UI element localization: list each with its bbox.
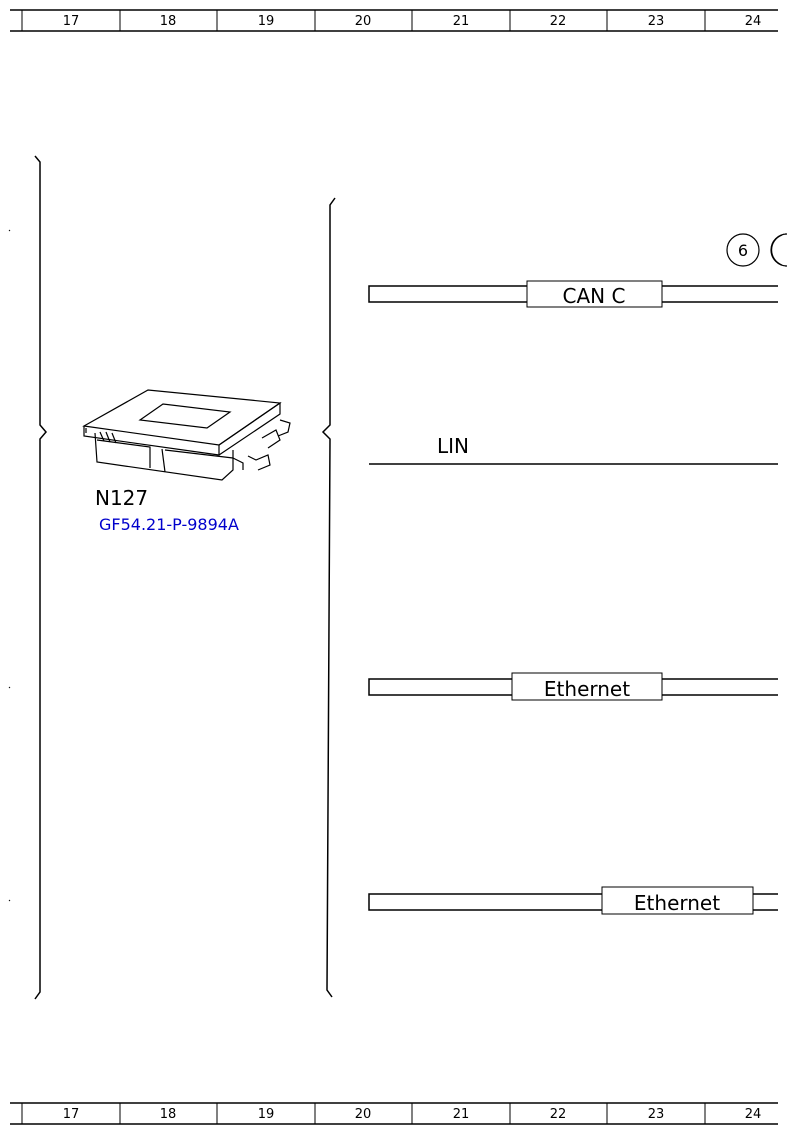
grid-label-bottom: 19	[258, 1107, 275, 1122]
grid-label-top: 23	[648, 14, 665, 29]
grid-label-bottom: 20	[355, 1107, 372, 1122]
grid-label-top: 21	[453, 14, 470, 29]
ethernet-bus-2: Ethernet	[368, 886, 778, 915]
component-code: N127	[95, 486, 148, 510]
grid-label-bottom: 17	[63, 1107, 80, 1122]
control-unit-illustration	[82, 389, 291, 481]
grid-label-top: 24	[745, 14, 762, 29]
grid-label-bottom: 22	[550, 1107, 567, 1122]
grid-label-bottom: 21	[453, 1107, 470, 1122]
top-grid-ruler: 17 18 19 20 21 22 23 24	[10, 9, 778, 32]
grid-label-top: 20	[355, 14, 372, 29]
grid-label-bottom: 24	[745, 1107, 762, 1122]
edge-tick-marks	[8, 229, 11, 902]
connector-circles: 6	[726, 233, 787, 267]
grid-label-top: 18	[160, 14, 177, 29]
outer-brace	[34, 155, 47, 1000]
grid-label-top: 22	[550, 14, 567, 29]
ethernet-bus-1: Ethernet	[368, 672, 778, 701]
ethernet-1-label-box	[511, 672, 663, 701]
can-c-bus: CAN C	[368, 280, 778, 308]
ethernet-1-label: Ethernet	[544, 677, 630, 701]
lin-bus: LIN	[369, 434, 778, 465]
connector-circle[interactable]	[726, 233, 760, 267]
ethernet-2-label: Ethernet	[634, 891, 720, 915]
grid-label-bottom: 23	[648, 1107, 665, 1122]
grid-label-bottom: 18	[160, 1107, 177, 1122]
connector-number: 6	[738, 241, 748, 260]
bottom-grid-ruler: 17 18 19 20 21 22 23 24	[10, 1102, 778, 1125]
component-reference-link[interactable]: GF54.21-P-9894A	[99, 515, 239, 534]
connector-circle-partial	[770, 233, 787, 267]
grid-label-top: 19	[258, 14, 275, 29]
can-c-label-box	[526, 280, 663, 308]
lin-label: LIN	[437, 434, 469, 458]
ethernet-2-label-box	[601, 886, 754, 915]
can-c-label: CAN C	[563, 284, 626, 308]
inner-brace	[321, 197, 336, 998]
grid-label-top: 17	[63, 14, 80, 29]
